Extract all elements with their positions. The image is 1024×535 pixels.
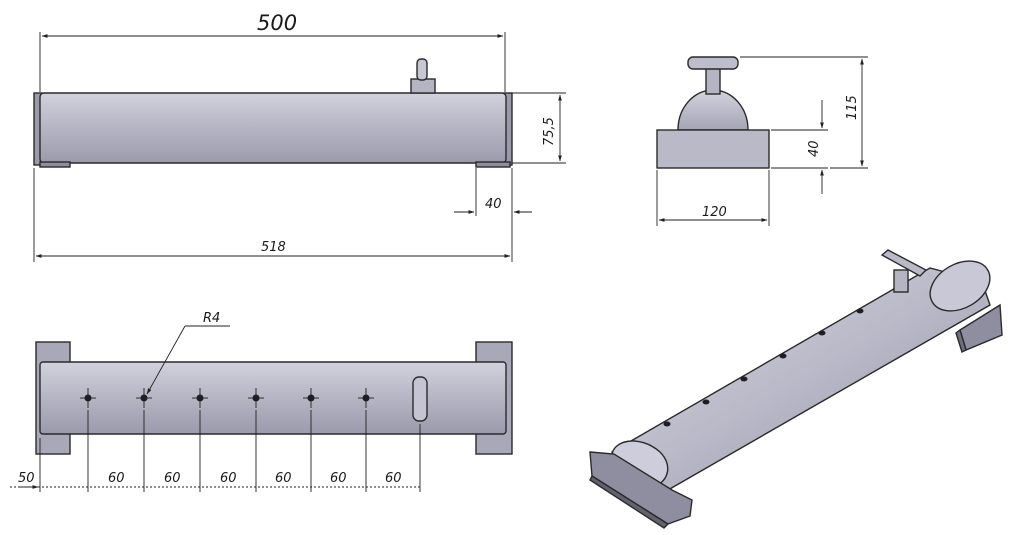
dim-50: 50 [18, 471, 35, 486]
front-valve-base [410, 78, 436, 94]
hole-2 [136, 388, 152, 408]
dim-500: 500 [257, 11, 297, 35]
dim-75-5: 75,5 [542, 117, 557, 146]
iso-hole-6 [856, 308, 864, 314]
iso-valve-stem [893, 269, 909, 293]
hole-4 [248, 388, 264, 408]
iso-rear-bracket-face [955, 328, 967, 353]
top-tube-body [39, 361, 507, 435]
isometric-view [589, 249, 1003, 529]
iso-front-bracket-side [589, 474, 670, 529]
dim-spacing-4: 60 [275, 471, 292, 486]
hole-5 [303, 388, 319, 408]
side-base-block [656, 129, 770, 169]
iso-hole-5 [818, 330, 826, 336]
side-valve-stem [705, 67, 721, 95]
front-view [33, 58, 513, 168]
dim-518: 518 [261, 240, 286, 255]
dim-120: 120 [702, 205, 727, 220]
top-view [35, 341, 513, 455]
dim-40-side: 40 [807, 140, 822, 157]
dim-40-front: 40 [485, 197, 502, 212]
iso-hole-1 [663, 421, 671, 427]
dim-spacing-5: 60 [330, 471, 347, 486]
hole-1 [80, 388, 96, 408]
hole-3 [192, 388, 208, 408]
dim-spacing-6: 60 [385, 471, 402, 486]
dim-spacing-1: 60 [108, 471, 125, 486]
dim-spacing-3: 60 [220, 471, 237, 486]
iso-end-cap-far [929, 260, 991, 312]
side-view [656, 56, 770, 169]
dim-r4: R4 [203, 311, 220, 326]
dim-spacing-2: 60 [164, 471, 181, 486]
front-bottom-foot-left [39, 161, 71, 168]
front-tube-body [39, 92, 507, 164]
dim-115: 115 [845, 95, 860, 120]
iso-valve-handle [880, 249, 928, 277]
hole-6 [358, 388, 374, 408]
iso-hole-3 [740, 376, 748, 382]
front-bottom-foot-right [475, 161, 511, 168]
side-valve-handle [687, 56, 739, 70]
top-valve-handle [412, 376, 428, 422]
side-dome [677, 89, 749, 131]
iso-hole-4 [779, 353, 787, 359]
front-valve-stem [416, 58, 428, 81]
iso-hole-2 [702, 399, 710, 405]
